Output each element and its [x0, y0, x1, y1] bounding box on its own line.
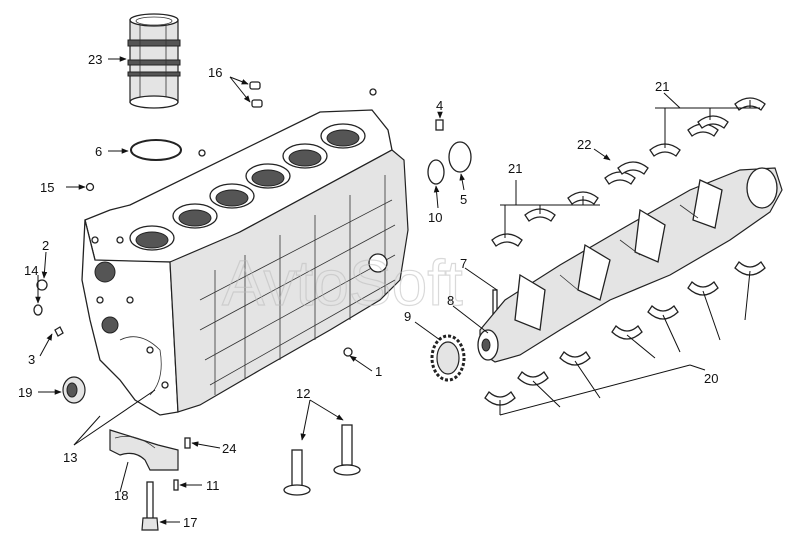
callout-1: 1	[375, 364, 382, 379]
callout-8: 8	[447, 293, 454, 308]
expansion-plug	[249, 81, 261, 90]
cylinder-block	[81, 88, 409, 416]
callout-17: 17	[183, 515, 197, 530]
block-bolt	[283, 449, 311, 496]
callout-23: 23	[88, 52, 102, 67]
main-bearing-shells-lower	[484, 261, 766, 406]
callout-9: 9	[404, 309, 411, 324]
callout-6: 6	[95, 144, 102, 159]
callout-13: 13	[63, 450, 77, 465]
watermark: AvtoSoft	[222, 247, 463, 319]
pipe-plug	[85, 182, 95, 192]
callout-4: 4	[436, 98, 443, 113]
callout-10: 10	[428, 210, 442, 225]
crankshaft-gear	[430, 334, 466, 382]
cylinder-liner	[127, 13, 181, 109]
cap-bolt	[141, 481, 159, 531]
callout-14: 14	[24, 263, 38, 278]
o-ring	[130, 139, 182, 161]
callout-labels: 1 2 3 4 5 6 7 8 9 10 11 12 13 14 15 16 1…	[18, 52, 718, 530]
crankshaft	[477, 167, 783, 363]
leader-lines	[35, 56, 760, 525]
callout-21-left: 21	[508, 161, 522, 176]
callout-21-right: 21	[655, 79, 669, 94]
dowel	[184, 437, 191, 449]
plug	[54, 326, 64, 337]
callout-18: 18	[114, 488, 128, 503]
callout-15: 15	[40, 180, 54, 195]
plug	[36, 279, 48, 291]
cover-plate	[448, 141, 472, 173]
callout-11: 11	[206, 478, 220, 493]
callout-5: 5	[460, 192, 467, 207]
block-bolt	[333, 424, 361, 476]
gasket	[427, 159, 445, 185]
expansion-plug	[251, 99, 263, 108]
callout-20: 20	[704, 371, 718, 386]
callout-7: 7	[460, 256, 467, 271]
callout-19: 19	[18, 385, 32, 400]
callout-12: 12	[296, 386, 310, 401]
plug	[33, 304, 43, 316]
callout-24: 24	[222, 441, 236, 456]
dowel	[173, 479, 179, 491]
fitting	[435, 119, 444, 131]
callout-22: 22	[577, 137, 591, 152]
main-bearing-cap	[109, 429, 179, 471]
callout-2: 2	[42, 238, 49, 253]
callout-3: 3	[28, 352, 35, 367]
callout-16: 16	[208, 65, 222, 80]
main-bearing-shells-upper	[491, 97, 766, 247]
